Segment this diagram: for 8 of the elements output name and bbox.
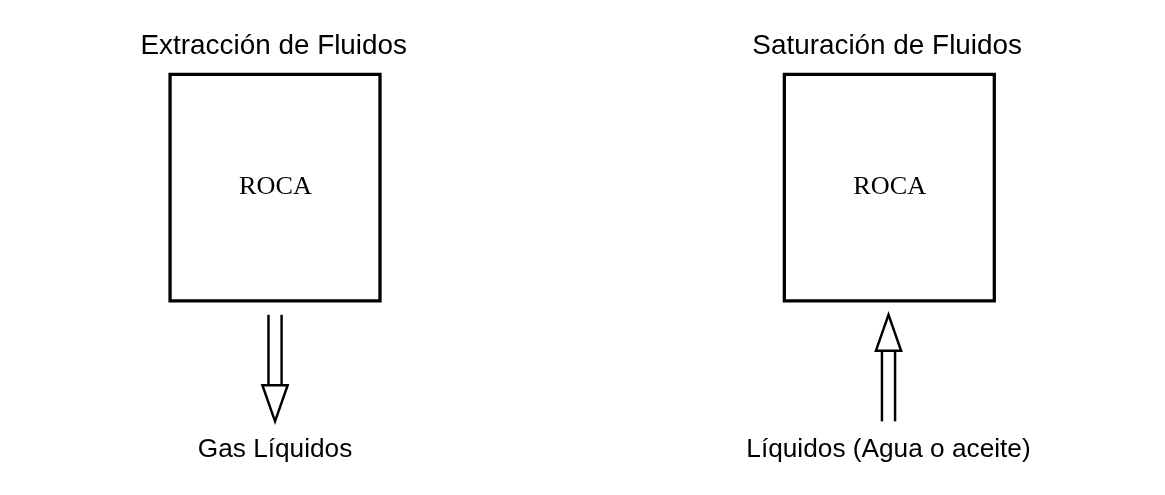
node-text: Gas Líquidos bbox=[197, 433, 352, 464]
arrow bbox=[260, 314, 289, 426]
node-box: ROCA bbox=[167, 72, 382, 303]
node-box: ROCA bbox=[782, 72, 996, 303]
node-label: Extracción de Fluidos bbox=[140, 29, 407, 61]
node-label: Saturación de Fluidos bbox=[751, 29, 1022, 61]
node-text: Líquidos (Agua o aceite) bbox=[745, 433, 1031, 464]
arrow bbox=[873, 311, 903, 422]
